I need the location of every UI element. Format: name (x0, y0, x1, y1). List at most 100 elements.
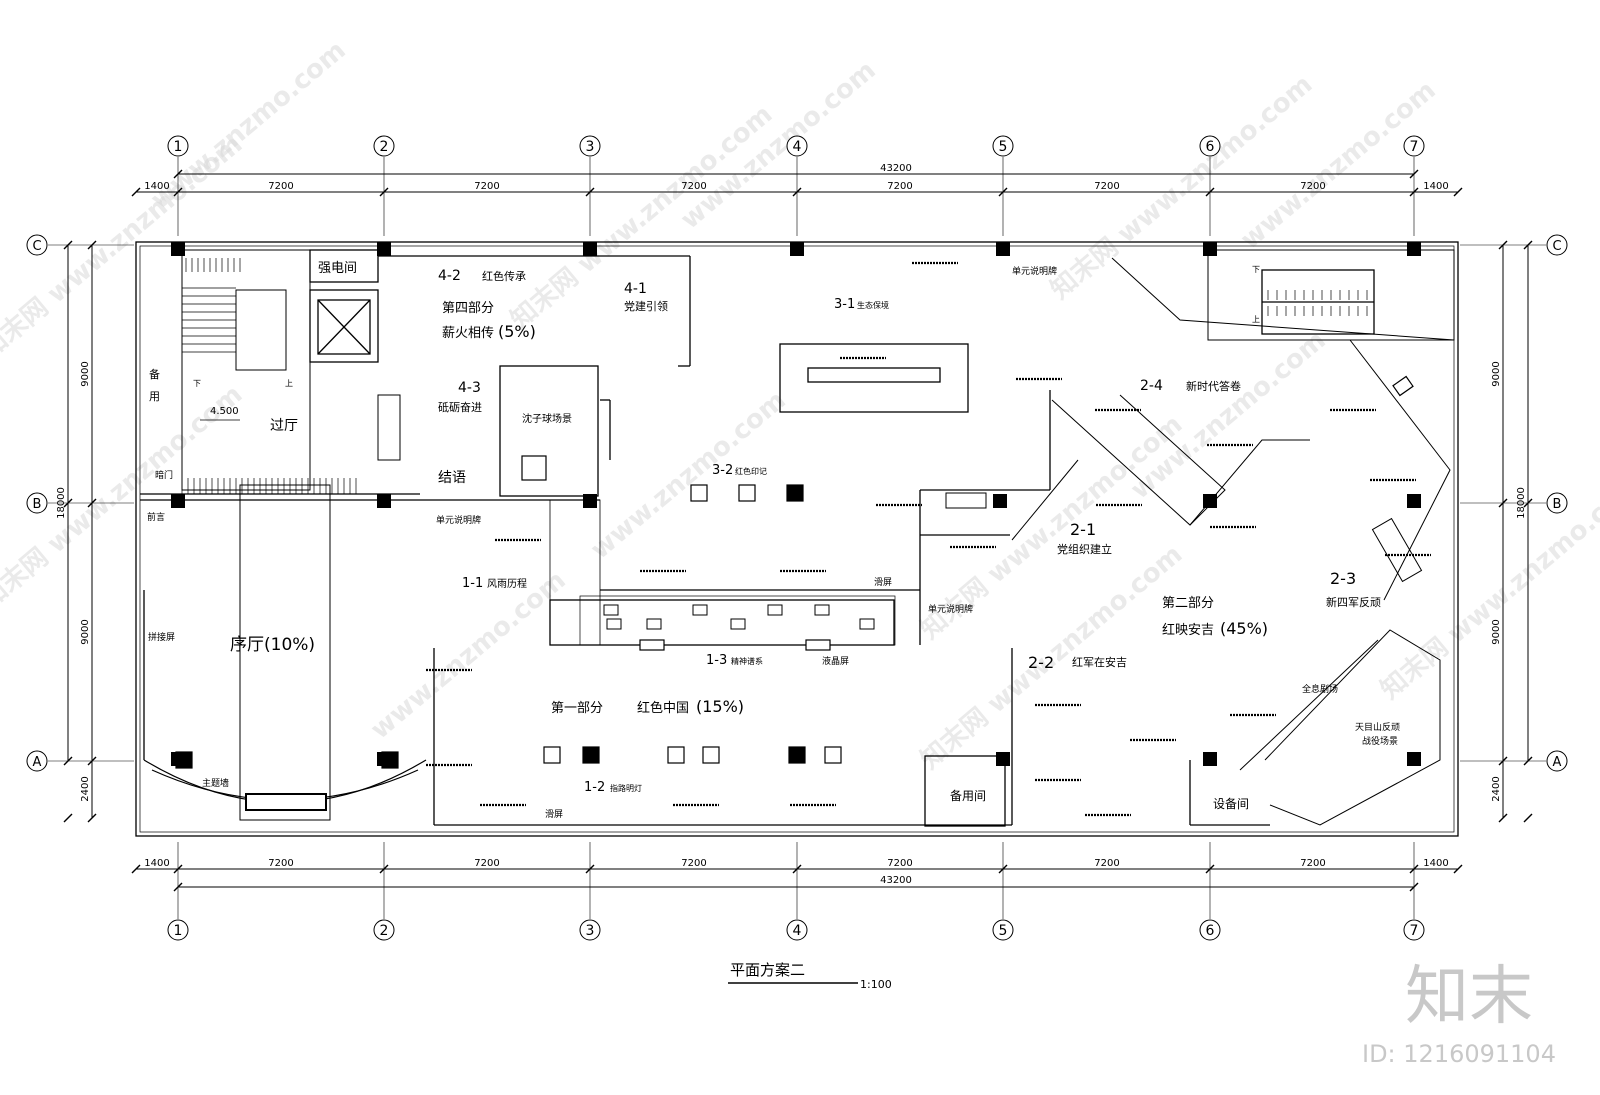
dim-bay-bottom-2: 7200 (474, 858, 499, 869)
watermark-text: www.znzmo.com (1125, 325, 1331, 505)
section-2-4-name: 新时代答卷 (1186, 379, 1241, 393)
display-panel (603, 604, 619, 616)
dim-edge-bottom-right: 1400 (1423, 858, 1448, 869)
dim-tick (1453, 864, 1463, 874)
axis-label-col-4: 4 (793, 923, 802, 939)
section-4-3-number: 4-3 (458, 380, 481, 396)
exhibit-box (824, 746, 842, 764)
column (377, 494, 391, 508)
axis-bubble-col-7 (1403, 135, 1425, 157)
dim-tick (131, 187, 141, 197)
axis-bubble-col-1 (167, 135, 189, 157)
axis-bubble-col-5 (992, 135, 1014, 157)
column (171, 494, 185, 508)
section-4-2-number: 4-2 (438, 268, 461, 284)
dim-bay-top-4: 7200 (887, 181, 912, 192)
room-labels: 强电间 备 用 过厅 4.500 下 上 下 上 暗门 前言 拼接屏 主题墙 结… (147, 261, 1260, 811)
dim-bay-top-6: 7200 (1300, 181, 1325, 192)
label-spliced-screen: 拼接屏 (148, 631, 175, 643)
part1-pct: (15%) (696, 697, 744, 716)
dim-tick (1498, 813, 1508, 823)
dim-right-bottom: 9000 (1491, 619, 1502, 644)
dimension-texts: 43200 43200 1400 1400 1400 1400 7200 720… (56, 163, 1527, 886)
exhibit-box (381, 751, 399, 769)
dim-right-total: 18000 (1516, 487, 1527, 519)
exhibit-box (690, 484, 708, 502)
label-standby-left-2: 用 (149, 390, 160, 403)
column (1203, 242, 1217, 256)
column (1203, 494, 1217, 508)
watermark-text: www.znzmo.com (145, 35, 351, 215)
dim-right-top: 9000 (1491, 361, 1502, 386)
section-2-1-name: 党组织建立 (1057, 542, 1112, 556)
section-4-1-number: 4-1 (624, 281, 647, 297)
brand-name: 知末 (1405, 960, 1533, 1034)
dim-bay-bottom-1: 7200 (268, 858, 293, 869)
display-panel (1392, 375, 1414, 397)
display-panel (767, 604, 783, 616)
dim-edge-bottom-left: 1400 (144, 858, 169, 869)
section-4-2-name: 红色传承 (482, 269, 526, 283)
exhibit-box (543, 746, 561, 764)
label-stair-up: 上 (285, 379, 293, 388)
exhibit-box (175, 751, 193, 769)
brand-watermark: 知末 ID: 1216091104 (1362, 960, 1556, 1068)
section-3-1-number: 3-1 (834, 297, 855, 312)
exhibit-box (786, 484, 804, 502)
label-prelude-hall: 序厅 (10%) (230, 635, 315, 655)
label-level: 4.500 (210, 406, 239, 417)
exhibit-box (738, 484, 756, 502)
exhibit-box (667, 746, 685, 764)
label-equipment-room: 设备间 (1213, 797, 1249, 811)
display-panel (646, 618, 662, 630)
dim-edge-top-left: 1400 (144, 181, 169, 192)
display-case (1371, 517, 1423, 583)
label-unit-board-c: 单元说明牌 (928, 603, 973, 615)
drawing-id: ID: 1216091104 (1362, 1040, 1556, 1068)
column (583, 494, 597, 508)
column (993, 494, 1007, 508)
stair-landing (235, 289, 287, 371)
section-1-1-name: 风雨历程 (487, 578, 527, 590)
dim-tick (1453, 187, 1463, 197)
axis-label-col-3: 3 (586, 923, 595, 939)
dim-tick (131, 864, 141, 874)
part2-pct: (45%) (1220, 619, 1268, 638)
section-1-3-number: 1-3 (706, 653, 727, 668)
display-panel (814, 604, 830, 616)
wall-pier (377, 394, 401, 461)
dim-left-edge: 2400 (80, 776, 91, 801)
axis-label-row-A: A (1553, 755, 1562, 770)
axis-label-row-B: B (33, 497, 42, 512)
display-panel (692, 604, 708, 616)
dim-bay-top-1: 7200 (268, 181, 293, 192)
screen-panel (639, 639, 665, 651)
axis-bubble-col-7 (1403, 919, 1425, 941)
axis-label-col-7: 7 (1410, 139, 1419, 155)
label-battle-scene-1: 天目山反顽 (1355, 722, 1400, 733)
dim-total-bottom: 43200 (880, 875, 912, 886)
drawing-title-block: 平面方案二 1:100 (728, 961, 892, 991)
dim-bay-bottom-4: 7200 (887, 858, 912, 869)
section-2-2-number: 2-2 (1028, 653, 1054, 672)
column (1407, 494, 1421, 508)
section-1-1-number: 1-1 (462, 576, 483, 591)
label-unit-board-a: 单元说明牌 (1012, 265, 1057, 277)
axis-label-col-6: 6 (1206, 923, 1215, 939)
axis-label-col-1: 1 (174, 923, 183, 939)
label-slide-screen-b: 滑屏 (545, 809, 563, 820)
section-2-3-name: 新四军反顽 (1326, 595, 1381, 609)
section-3-2-name: 红色印记 (735, 466, 767, 476)
display-panel (859, 618, 875, 630)
label-foreword: 前言 (147, 511, 165, 523)
section-1-2-name: 指路明灯 (610, 783, 642, 793)
axis-bubble-row-C (26, 234, 48, 256)
display-panel (730, 618, 746, 630)
column (996, 752, 1010, 766)
axis-bubble-col-2 (373, 919, 395, 941)
column (1407, 752, 1421, 766)
entry-corridor (549, 499, 601, 646)
section-2-3-number: 2-3 (1330, 569, 1356, 588)
label-standby-left-1: 备 (149, 367, 160, 381)
column (1407, 242, 1421, 256)
